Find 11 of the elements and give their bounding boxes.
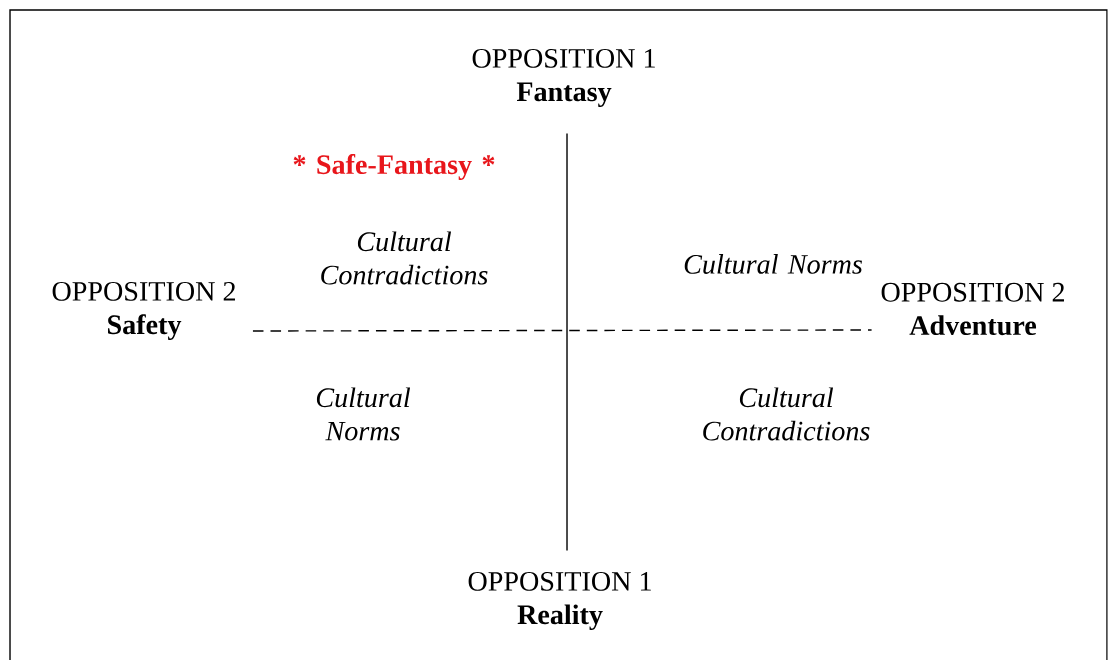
axis-label: OPPOSITION 2 Safety [52, 281, 235, 341]
quadrant-label: Cultural Contradictions [703, 387, 870, 441]
highlight-label: * Safe-Fantasy * [293, 154, 495, 180]
axis-label: OPPOSITION 2 Adventure [881, 282, 1064, 336]
axis-line [252, 329, 873, 332]
axis-line [566, 132, 568, 552]
axis-label: OPPOSITION 1 Fantasy [472, 48, 655, 108]
quadrant-label: Cultural Norms [316, 387, 411, 441]
quadrant-label: Cultural Contradictions [321, 231, 488, 285]
quadrant-label: Cultural Norms [684, 254, 862, 274]
axis-label: OPPOSITION 1 Reality [468, 571, 651, 630]
